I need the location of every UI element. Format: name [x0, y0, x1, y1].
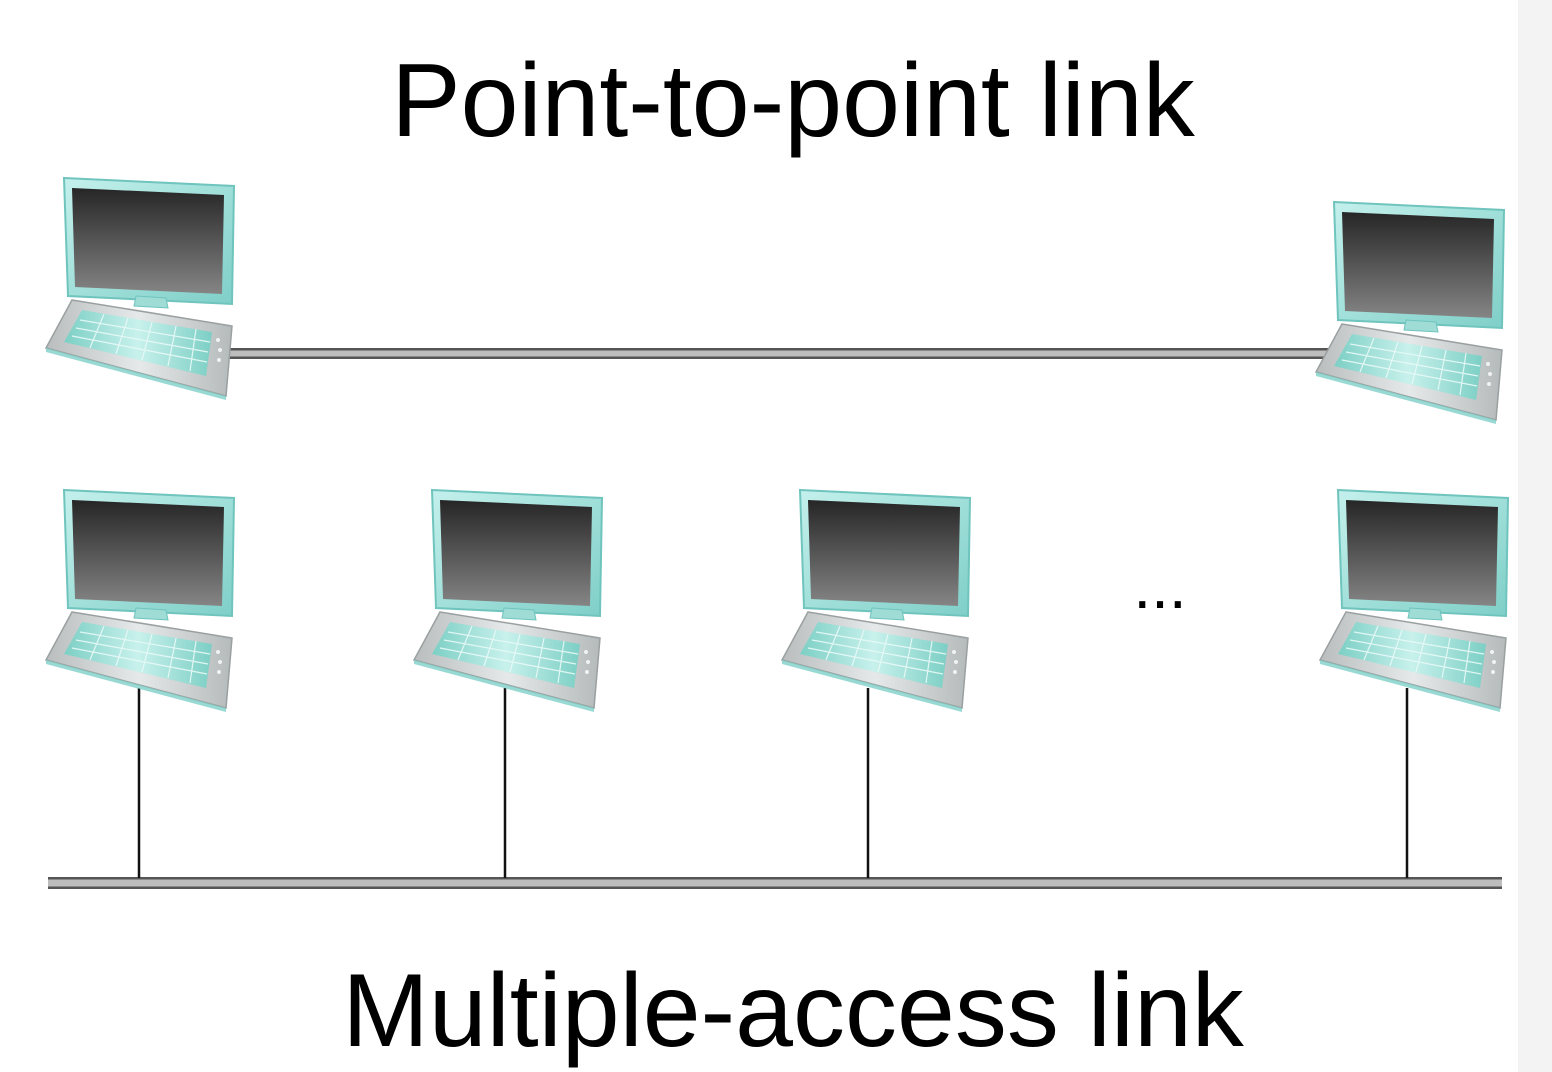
computer-p2p-right-icon: [1315, 201, 1505, 425]
more-computers-ellipsis: ...: [1133, 550, 1186, 622]
computer-bus-1-icon: [45, 489, 235, 713]
computer-bus-4-icon: [1319, 489, 1509, 713]
multiple-access-title: Multiple-access link: [342, 953, 1245, 1069]
computer-bus-3-icon: [781, 489, 971, 713]
scrollbar-track[interactable]: [1518, 0, 1552, 1072]
multiple-access-bus: [48, 877, 1502, 889]
point-to-point-link: [228, 348, 1330, 359]
computer-bus-2-icon: [413, 489, 603, 713]
point-to-point-title: Point-to-point link: [391, 43, 1196, 159]
computer-p2p-left-icon: [45, 177, 235, 401]
